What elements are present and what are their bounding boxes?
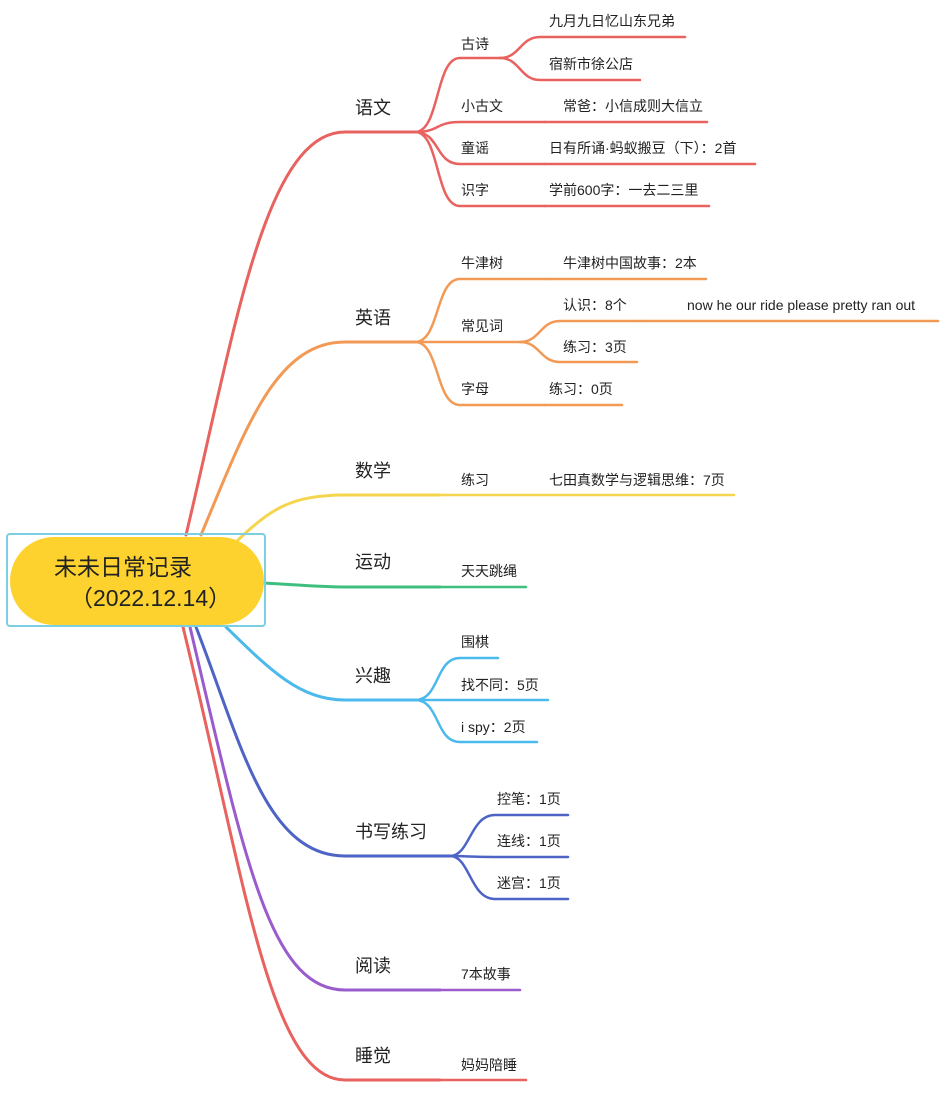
branch-yuwen[interactable]: 语文 [355, 98, 391, 118]
connector-yundong [262, 581, 442, 589]
subtree-yuwen [413, 35, 757, 208]
node-xiaoguwen[interactable]: 小古文 [461, 98, 503, 114]
root-selection-frame [6, 533, 266, 627]
node-zimu-item[interactable]: 练习：0页 [549, 381, 613, 397]
node-ispy[interactable]: i spy：2页 [461, 719, 526, 735]
root-date[interactable]: （2022.12.14） [70, 585, 232, 611]
node-sight-words[interactable]: now he our ride please pretty ran out [687, 297, 916, 313]
node-renshi[interactable]: 认识：8个 [563, 297, 627, 313]
root-node[interactable] [10, 537, 264, 625]
node-xiaoguwen-item[interactable]: 常爸：小信成则大信立 [563, 98, 703, 114]
node-migong[interactable]: 迷宫：1页 [497, 875, 561, 891]
node-kongbi[interactable]: 控笔：1页 [497, 791, 561, 807]
subtree-shuxie [448, 813, 570, 901]
connector-yuwen [184, 130, 417, 537]
connector-yuedu [188, 625, 442, 992]
node-weiqi[interactable]: 围棋 [461, 634, 489, 650]
branch-yingyu[interactable]: 英语 [355, 308, 391, 328]
root-connectors [181, 130, 452, 1082]
branch-xingqu[interactable]: 兴趣 [355, 666, 391, 686]
root-title[interactable]: 未未日常记录 [54, 554, 192, 580]
node-shuxue-lianxi[interactable]: 练习 [461, 472, 489, 488]
node-poem-1[interactable]: 九月九日忆山东兄弟 [549, 13, 675, 29]
node-zhaobutong[interactable]: 找不同：5页 [461, 677, 539, 693]
connector-xingqu [224, 625, 417, 702]
connector-shuxie [194, 625, 452, 858]
node-tiaosheng[interactable]: 天天跳绳 [461, 563, 517, 579]
node-shizi[interactable]: 识字 [461, 182, 489, 198]
branch-shuijiao[interactable]: 睡觉 [355, 1046, 391, 1066]
node-niujinshu[interactable]: 牛津树 [461, 255, 503, 271]
branch-shuxue[interactable]: 数学 [355, 461, 391, 481]
branch-yuedu[interactable]: 阅读 [355, 956, 391, 976]
node-changjianci-lianxi[interactable]: 练习：3页 [563, 339, 627, 355]
node-tongyao-item[interactable]: 日有所诵·蚂蚁搬豆（下）：2首 [549, 140, 737, 156]
node-poem-2[interactable]: 宿新市徐公店 [549, 56, 633, 72]
node-zimu[interactable]: 字母 [461, 381, 489, 397]
connector-yingyu [199, 340, 417, 537]
branch-shuxie[interactable]: 书写练习 [355, 822, 427, 842]
node-shuxue-item[interactable]: 七田真数学与逻辑思维：7页 [549, 472, 725, 488]
node-shizi-item[interactable]: 学前600字：一去二三里 [549, 182, 699, 198]
branch-yundong[interactable]: 运动 [355, 552, 391, 572]
subtree-xingqu [413, 656, 550, 744]
connector-shuijiao [181, 625, 442, 1082]
node-gushi[interactable]: 古诗 [461, 36, 489, 52]
node-gushi-books[interactable]: 7本故事 [461, 966, 511, 982]
connector-shuxue [236, 493, 442, 542]
node-changjianci[interactable]: 常见词 [461, 318, 503, 334]
node-mamapeishui[interactable]: 妈妈陪睡 [461, 1057, 517, 1073]
node-tongyao[interactable]: 童谣 [461, 140, 489, 156]
node-lianxian[interactable]: 连线：1页 [497, 833, 561, 849]
subtree-yingyu [413, 277, 940, 407]
node-niujinshu-item[interactable]: 牛津树中国故事：2本 [563, 255, 697, 271]
